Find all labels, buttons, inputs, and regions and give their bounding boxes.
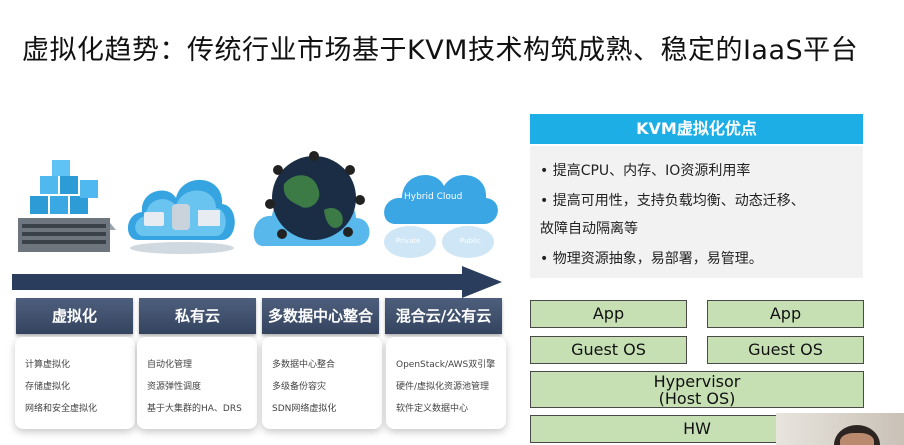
card-item: 自动化管理 bbox=[147, 360, 193, 370]
app-box-left: App bbox=[530, 300, 687, 328]
card-item: 基于大集群的HA、DRS bbox=[147, 404, 242, 414]
stage-virtualization: 虚拟化 bbox=[16, 298, 133, 334]
slide-title: 虚拟化趋势：传统行业市场基于KVM技术构筑成熟、稳定的IaaS平台 bbox=[22, 35, 859, 66]
card-item: 资源弹性调度 bbox=[147, 382, 202, 392]
stage-card-hybrid-public-cloud: OpenStack/AWS双引擎 硬件/虚拟化资源池管理 软件定义数据中心 bbox=[386, 337, 506, 429]
card-item: 存储虚拟化 bbox=[25, 382, 71, 392]
advantage-line: • 提高可用性，支持负载均衡、动态迁移、 bbox=[540, 193, 805, 209]
stage-private-cloud: 私有云 bbox=[139, 298, 256, 334]
private-cloud-label: Private bbox=[396, 237, 421, 245]
card-item: 软件定义数据中心 bbox=[396, 404, 469, 414]
globe-cloud-icon bbox=[253, 151, 370, 246]
stage-card-multi-datacenter: 多数据中心整合 多级备份容灾 SDN网络虚拟化 bbox=[262, 337, 382, 429]
guest-os-box-right: Guest OS bbox=[707, 336, 864, 364]
stage-card-virtualization: 计算虚拟化 存储虚拟化 网络和安全虚拟化 bbox=[15, 337, 135, 429]
card-item: 网络和安全虚拟化 bbox=[25, 404, 98, 414]
card-item: 多数据中心整合 bbox=[272, 360, 336, 370]
app-box-right: App bbox=[707, 300, 864, 328]
stage-multi-datacenter: 多数据中心整合 bbox=[262, 298, 379, 334]
private-cloud-icon bbox=[127, 179, 235, 254]
timeline-arrow bbox=[12, 274, 464, 290]
hypervisor-label: Hypervisor bbox=[653, 372, 741, 391]
public-cloud-label: Public bbox=[460, 237, 481, 245]
advantages-title: KVM虚拟化优点 bbox=[530, 114, 863, 144]
advantages-panel: • 提高CPU、内存、IO资源利用率 • 提高可用性，支持负载均衡、动态迁移、 … bbox=[530, 146, 863, 278]
hybrid-cloud-icon: Hybrid Cloud Private Public bbox=[380, 160, 502, 260]
hybrid-cloud-label: Hybrid Cloud bbox=[404, 192, 463, 202]
host-os-label: (Host OS) bbox=[658, 389, 736, 408]
stage-hybrid-public-cloud: 混合云/公有云 bbox=[385, 298, 502, 334]
card-item: 多级备份容灾 bbox=[272, 382, 327, 392]
advantage-line: • 提高CPU、内存、IO资源利用率 bbox=[540, 163, 751, 179]
stage-card-private-cloud: 自动化管理 资源弹性调度 基于大集群的HA、DRS bbox=[137, 337, 257, 429]
card-item: SDN网络虚拟化 bbox=[272, 404, 337, 414]
card-item: 硬件/虚拟化资源池管理 bbox=[396, 382, 490, 392]
advantage-line: 故障自动隔离等 bbox=[540, 221, 638, 237]
guest-os-box-left: Guest OS bbox=[530, 336, 687, 364]
server-cubes-icon bbox=[18, 160, 116, 252]
advantage-line: • 物理资源抽象，易部署，易管理。 bbox=[540, 251, 763, 267]
presenter-video-thumbnail bbox=[776, 413, 904, 445]
card-item: OpenStack/AWS双引擎 bbox=[396, 360, 496, 370]
card-item: 计算虚拟化 bbox=[25, 360, 71, 370]
timeline-arrow-head bbox=[462, 266, 502, 298]
hypervisor-box: Hypervisor (Host OS) bbox=[530, 371, 864, 408]
